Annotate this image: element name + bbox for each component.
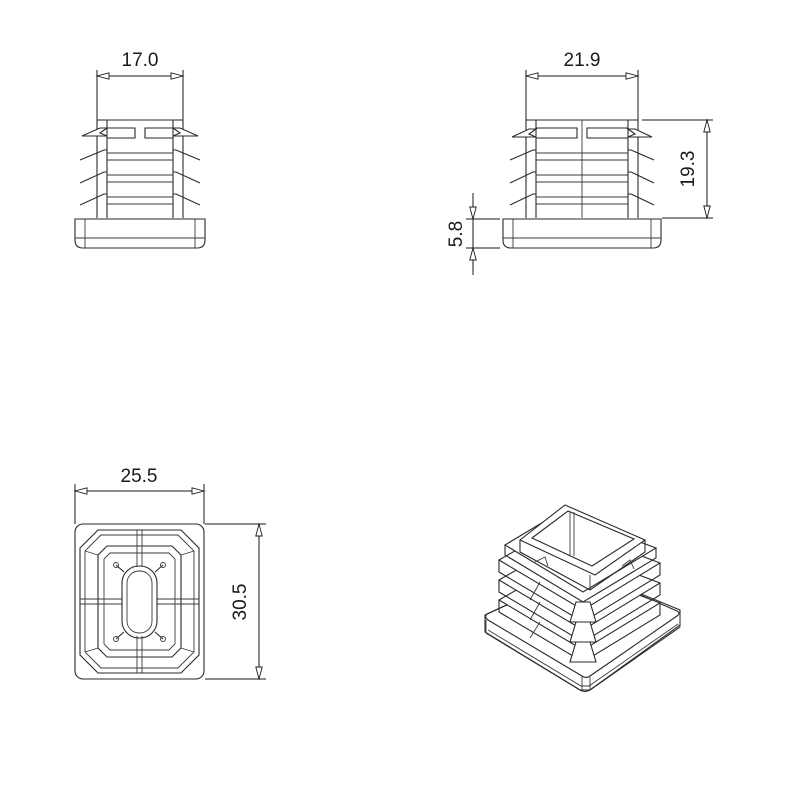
dimension-17-0: 17.0 <box>96 50 184 120</box>
isometric-view <box>484 504 681 693</box>
dimension-30-5: 30.5 <box>205 523 266 680</box>
side-view: 21.9 19.3 5.8 <box>446 50 713 275</box>
bottom-view: 25.5 30.5 <box>74 466 266 680</box>
iso-top-rim <box>518 504 647 591</box>
dimension-25-5: 25.5 <box>74 466 205 524</box>
front-view: 17.0 <box>74 50 206 249</box>
dimension-21-9: 21.9 <box>525 50 639 120</box>
dimension-5-8: 5.8 <box>446 193 500 275</box>
dimension-label-17-0: 17.0 <box>122 50 159 71</box>
dimension-label-5-8: 5.8 <box>446 221 467 247</box>
dimension-label-19-3: 19.3 <box>678 151 699 188</box>
side-body <box>509 119 655 218</box>
front-body <box>79 119 201 218</box>
front-cap <box>74 218 206 249</box>
side-cap <box>502 218 662 249</box>
bottom-center-slot <box>113 562 166 642</box>
dimension-label-30-5: 30.5 <box>230 584 251 621</box>
dimension-19-3: 19.3 <box>642 119 713 219</box>
dimension-label-25-5: 25.5 <box>121 466 158 487</box>
bottom-outline <box>74 523 205 680</box>
dimension-label-21-9: 21.9 <box>564 50 601 71</box>
